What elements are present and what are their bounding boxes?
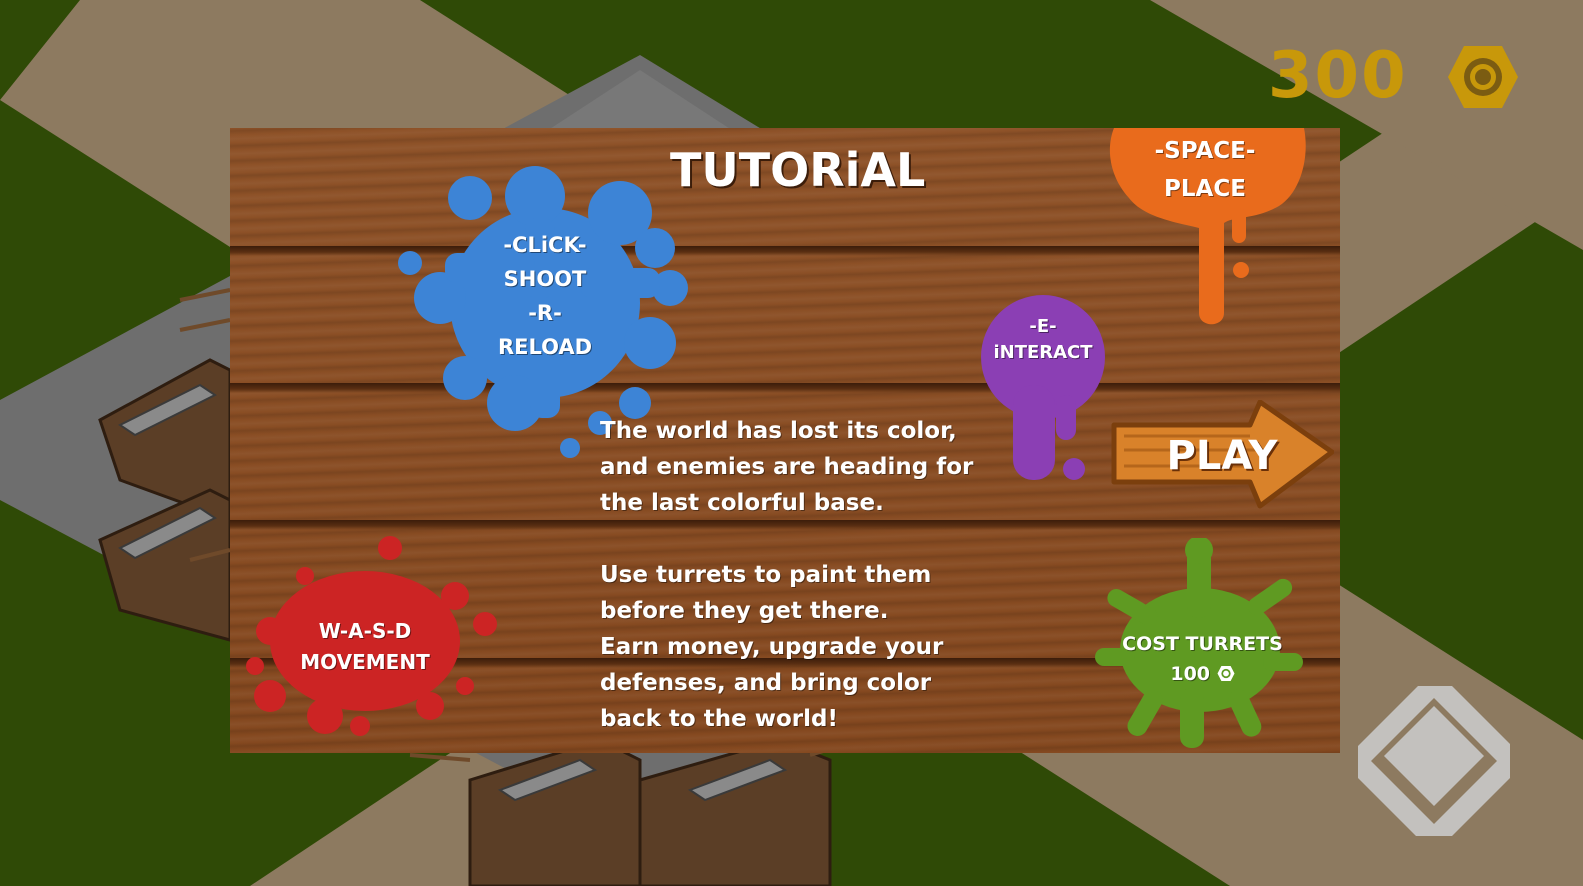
instructions-text: Use turrets to paint them before they ge… xyxy=(600,562,944,732)
green-paint-splat xyxy=(1095,538,1303,748)
orange-paint-drip xyxy=(1109,128,1306,325)
plank-seam xyxy=(230,246,1340,256)
plank-seam xyxy=(230,383,1340,393)
blue-paint-splat xyxy=(398,166,688,458)
tutorial-title: TUTORiAL xyxy=(670,143,926,197)
rotate-camera-diamond-icon[interactable] xyxy=(1358,686,1510,836)
cost-turrets-value: 100 xyxy=(1170,663,1211,685)
click-shoot-reload-label: -CLiCK- SHOOT -R- RELOAD xyxy=(497,233,593,359)
cost-turrets-label: COST TURRETS 100 xyxy=(1120,629,1285,689)
wasd-movement-label: W-A-S-D MOVEMENT xyxy=(300,619,430,674)
cost-turrets-price: 100 xyxy=(1120,659,1285,689)
e-interact-label: -E- iNTERACT xyxy=(993,316,1093,363)
red-paint-splat xyxy=(246,536,497,736)
tutorial-panel: TUTORiAL -CLiCK- SHOOT -R- RELOAD xyxy=(230,128,1340,753)
hex-nut-coin-icon xyxy=(1448,46,1518,108)
hex-nut-coin-icon xyxy=(1217,665,1235,682)
purple-paint-drip xyxy=(981,295,1105,480)
story-text: The world has lost its color, and enemie… xyxy=(600,418,974,516)
wooden-arrow-icon xyxy=(1111,400,1334,509)
plank-seam xyxy=(230,658,1340,668)
space-place-label: -SPACE- PLACE xyxy=(1154,138,1256,202)
play-button[interactable]: PLAY xyxy=(1110,400,1334,510)
money-counter: 300 xyxy=(1268,39,1408,113)
plank-seam xyxy=(230,520,1340,530)
play-label: PLAY xyxy=(1166,433,1278,479)
